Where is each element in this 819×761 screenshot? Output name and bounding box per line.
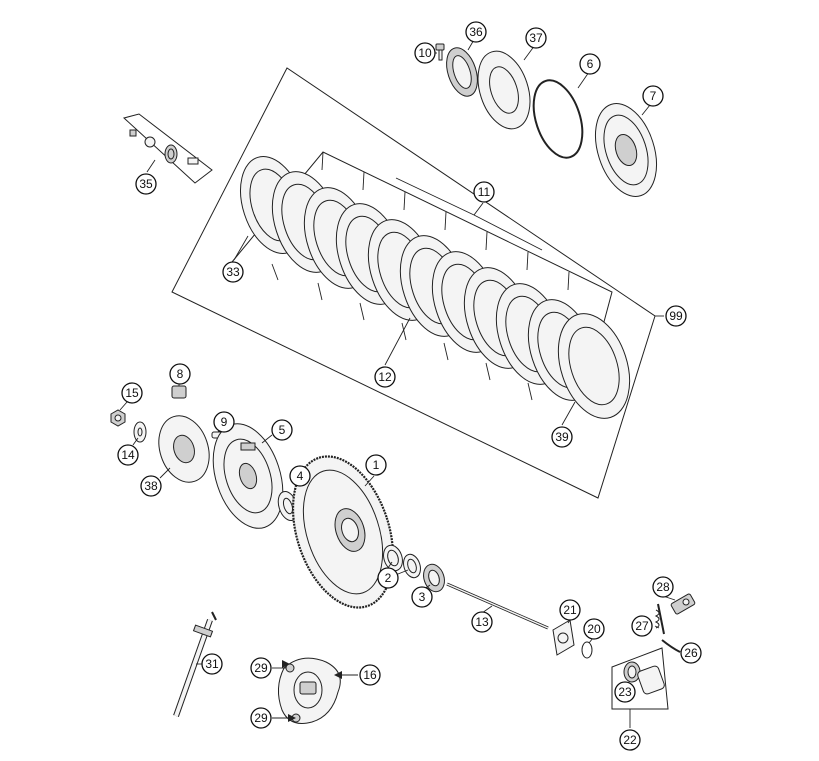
washer-14 (133, 421, 147, 443)
bleed-screw-28 (670, 593, 696, 615)
callout-13: 13 (471, 611, 493, 633)
callout-22: 22 (619, 729, 641, 751)
inner-hub-38 (158, 415, 210, 483)
clutch-plate-stack (240, 156, 631, 419)
kit-35-parts (129, 129, 199, 165)
callout-38: 38 (140, 475, 162, 497)
svg-text:23: 23 (618, 685, 632, 699)
callout-35: 35 (135, 173, 157, 195)
callout-10: 10 (414, 42, 436, 64)
callout-29-top: 29 (250, 657, 272, 679)
primary-gear-1 (291, 455, 395, 609)
callout-23: 23 (614, 681, 636, 703)
callout-39: 39 (551, 426, 573, 448)
svg-text:14: 14 (121, 448, 135, 462)
callout-4: 4 (289, 465, 311, 487)
callout-28: 28 (652, 576, 674, 598)
clutch-cover-16 (278, 657, 341, 724)
svg-text:2: 2 (385, 571, 392, 585)
svg-text:33: 33 (226, 265, 240, 279)
svg-text:21: 21 (563, 603, 577, 617)
svg-text:8: 8 (177, 367, 184, 381)
callout-33: 33 (222, 261, 244, 283)
oring-20 (581, 641, 593, 659)
svg-text:35: 35 (139, 177, 153, 191)
svg-text:27: 27 (635, 619, 649, 633)
ring-6 (532, 79, 584, 159)
svg-text:9: 9 (221, 415, 228, 429)
callout-1: 1 (365, 454, 387, 476)
callout-27: 27 (631, 615, 653, 637)
push-rod-13 (446, 582, 549, 630)
callout-31: 31 (201, 653, 223, 675)
svg-text:7: 7 (650, 89, 657, 103)
grease-gun-31 (173, 611, 217, 718)
callout-37: 37 (525, 27, 547, 49)
sleeve-3 (423, 563, 445, 593)
callout-6: 6 (579, 53, 601, 75)
arrow-29-bottom (288, 714, 296, 722)
spring-washer-36 (446, 47, 478, 97)
svg-text:39: 39 (555, 430, 569, 444)
callout-8: 8 (169, 363, 191, 385)
nut-15 (110, 409, 126, 427)
svg-text:38: 38 (144, 479, 158, 493)
svg-text:10: 10 (418, 46, 432, 60)
svg-text:22: 22 (623, 733, 637, 747)
svg-text:99: 99 (669, 309, 683, 323)
svg-text:6: 6 (587, 57, 594, 71)
damper-8 (171, 385, 187, 399)
callout-11: 11 (473, 181, 495, 203)
svg-text:12: 12 (378, 370, 392, 384)
callout-21: 21 (559, 599, 581, 621)
callout-16: 16 (359, 664, 381, 686)
screw-10 (435, 43, 445, 61)
spring-27 (654, 603, 665, 635)
kit-frame-22 (611, 647, 669, 710)
svg-text:1: 1 (373, 458, 380, 472)
svg-text:36: 36 (469, 25, 483, 39)
callout-9: 9 (213, 411, 235, 433)
callout-20: 20 (583, 618, 605, 640)
disc-37 (477, 50, 531, 130)
callout-12: 12 (374, 366, 396, 388)
svg-text:29: 29 (254, 661, 268, 675)
callout-26: 26 (680, 642, 702, 664)
callout-5: 5 (271, 419, 293, 441)
callout-3: 3 (411, 586, 433, 608)
svg-text:26: 26 (684, 646, 698, 660)
callout-29-bottom: 29 (250, 707, 272, 729)
svg-text:16: 16 (363, 668, 377, 682)
svg-text:37: 37 (529, 31, 543, 45)
callout-2: 2 (377, 567, 399, 589)
callout-7: 7 (642, 85, 664, 107)
arrow-29-top (282, 660, 290, 668)
svg-text:15: 15 (125, 386, 139, 400)
callout-36: 36 (465, 21, 487, 43)
svg-text:11: 11 (478, 185, 491, 199)
svg-text:20: 20 (587, 622, 601, 636)
callout-14: 14 (117, 444, 139, 466)
slave-cylinder-23 (623, 661, 665, 695)
svg-text:5: 5 (279, 423, 286, 437)
arrow-16 (334, 671, 342, 679)
plate-link-lines (271, 151, 570, 401)
svg-text:31: 31 (205, 657, 219, 671)
svg-text:13: 13 (475, 615, 489, 629)
gasket-21 (552, 619, 575, 656)
callout-15: 15 (121, 382, 143, 404)
svg-text:29: 29 (254, 711, 268, 725)
svg-text:4: 4 (297, 469, 304, 483)
svg-text:3: 3 (419, 590, 426, 604)
callout-99: 99 (665, 305, 687, 327)
clutch-basket-5 (212, 423, 284, 529)
svg-text:28: 28 (656, 580, 670, 594)
pressure-plate-7 (595, 103, 657, 197)
bushing-2 (383, 544, 421, 579)
